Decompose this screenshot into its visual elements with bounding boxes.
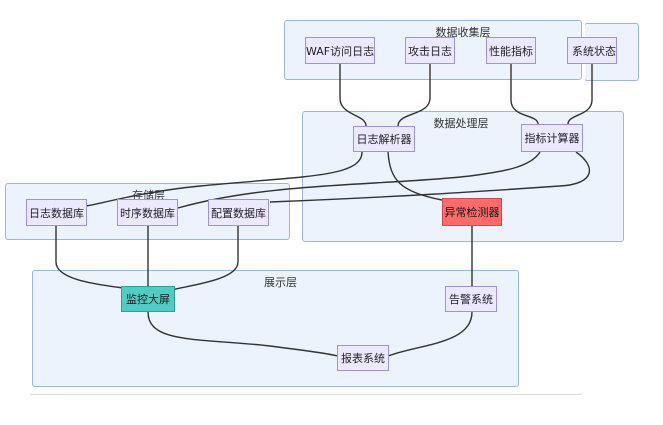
node-anomaly-detector[interactable]: 异常检测器 xyxy=(442,198,502,226)
node-metric-calculator[interactable]: 指标计算器 xyxy=(521,124,583,152)
group-title-processing: 数据处理层 xyxy=(433,117,489,130)
node-log-database[interactable]: 日志数据库 xyxy=(26,199,87,226)
node-alert-system[interactable]: 告警系统 xyxy=(445,286,497,312)
group-title-display: 展示层 xyxy=(264,276,297,289)
node-timeseries-database[interactable]: 时序数据库 xyxy=(117,199,178,226)
node-attack-log[interactable]: 攻击日志 xyxy=(405,37,455,64)
bottom-divider xyxy=(30,394,582,395)
node-system-status[interactable]: 系统状态 xyxy=(567,37,617,64)
node-log-parser[interactable]: 日志解析器 xyxy=(353,126,415,152)
node-config-database[interactable]: 配置数据库 xyxy=(208,199,269,226)
node-monitoring-dashboard[interactable]: 监控大屏 xyxy=(121,286,175,312)
node-report-system[interactable]: 报表系统 xyxy=(337,345,389,371)
node-performance-metrics[interactable]: 性能指标 xyxy=(486,37,536,64)
node-waf-access-log[interactable]: WAF访问日志 xyxy=(305,37,375,64)
group-title-collection: 数据收集层 xyxy=(435,26,491,39)
